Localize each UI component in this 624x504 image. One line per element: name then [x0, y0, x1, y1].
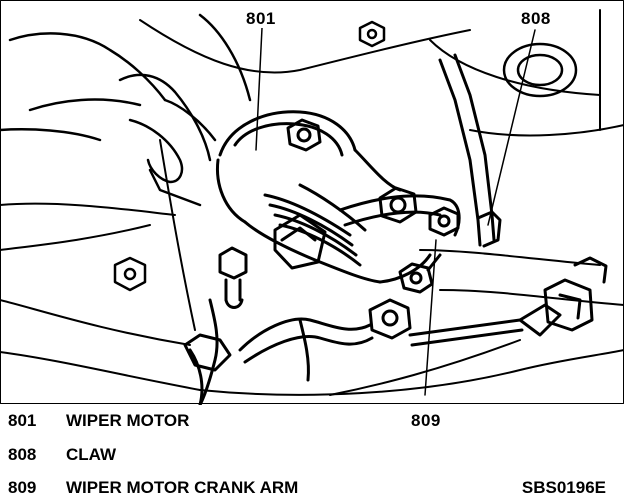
figure-border: [0, 0, 624, 404]
wiring-harness: [183, 246, 374, 405]
legend-row: 801 WIPER MOTOR: [8, 411, 189, 431]
body-panel-lines: [0, 9, 624, 396]
legend-row: 808 CLAW: [8, 445, 116, 465]
upper-nut: [358, 20, 386, 48]
callout-801: 801: [243, 10, 279, 28]
body-boss-circle: [502, 42, 578, 98]
legend-label: WIPER MOTOR: [66, 411, 190, 430]
callout-808: 808: [518, 10, 554, 28]
legend-row: 809 WIPER MOTOR CRANK ARM: [8, 478, 298, 498]
technician-hand: [0, 13, 252, 207]
figure-code: SBS0196E: [521, 478, 606, 497]
loose-nut: [113, 256, 147, 292]
legend-number: 808: [8, 445, 37, 464]
claw-bracket: [438, 53, 502, 248]
wiper-linkage-rod: [368, 256, 608, 347]
legend-number: 809: [8, 478, 37, 497]
legend-number: 801: [8, 411, 37, 430]
callout-leader-lines: [255, 27, 536, 396]
legend-label: CLAW: [66, 445, 117, 464]
legend-label: WIPER MOTOR CRANK ARM: [66, 478, 299, 497]
wiper-motor-crank-arm: [338, 194, 461, 294]
callout-809: 809: [408, 412, 444, 430]
wiper-motor-illustration: [0, 0, 624, 405]
